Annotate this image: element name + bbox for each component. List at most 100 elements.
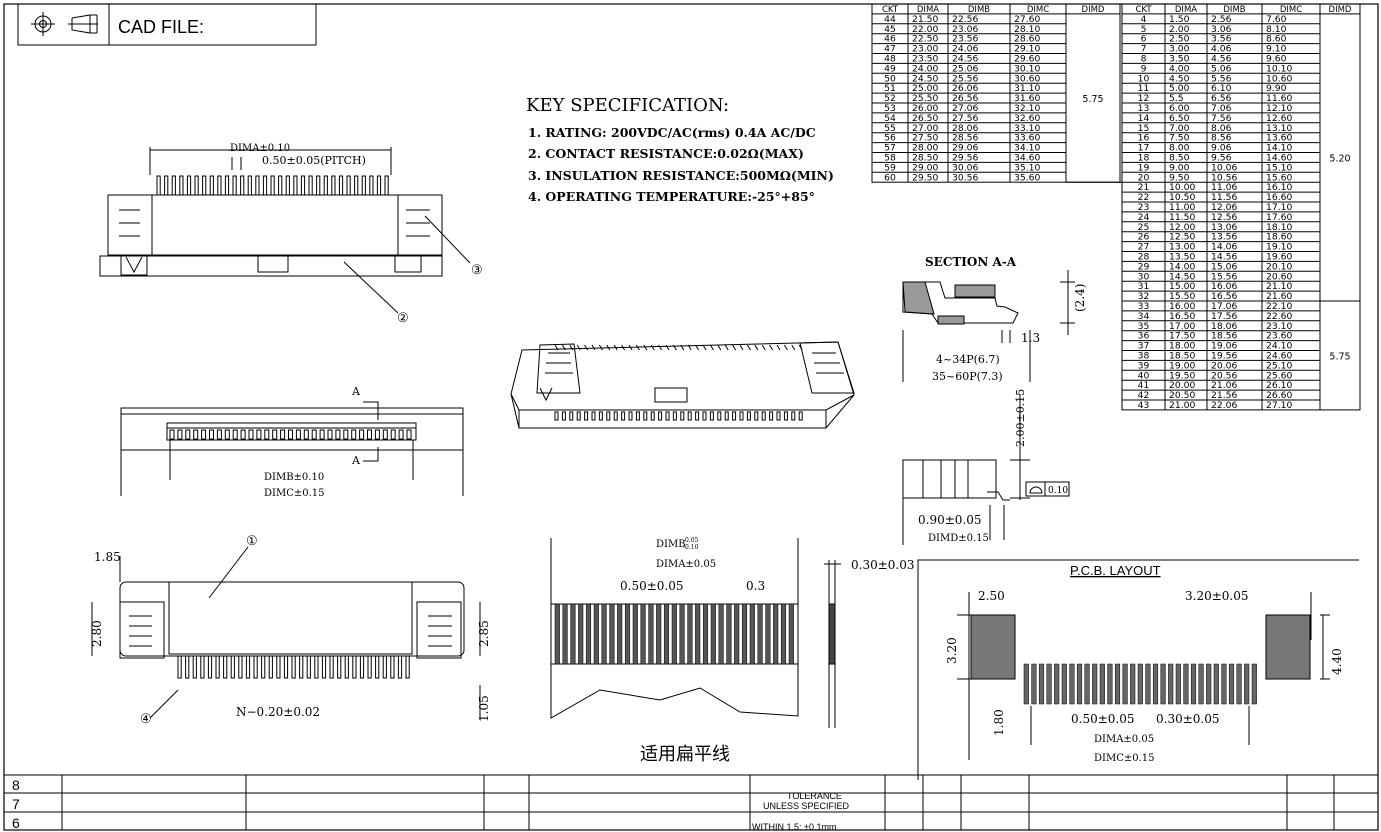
table-cell: 13.50 <box>1169 252 1195 263</box>
table-cell: 32.10 <box>1014 103 1040 114</box>
pcb-title: P.C.B. LAYOUT <box>1070 563 1161 578</box>
section-a-top: A <box>351 385 361 398</box>
table-cell: 19.06 <box>1211 341 1237 352</box>
section-60p: 35~60P(7.3) <box>932 370 1003 383</box>
pcb-pad <box>1092 663 1098 705</box>
table-cell: 5.5 <box>1169 93 1184 104</box>
pcb-pad <box>1145 663 1151 705</box>
ffc-dimb: DIMB <box>656 539 686 550</box>
table-cell: 30 <box>1138 271 1150 282</box>
table-header: DIMD <box>1329 5 1352 15</box>
iso-pin-front <box>702 411 707 421</box>
ffc-conductor <box>710 603 716 665</box>
table-cell: 7.06 <box>1211 103 1232 114</box>
ffc-03: 0.3 <box>746 579 765 593</box>
table-cell: 28.00 <box>912 143 938 154</box>
top-pin <box>338 175 344 196</box>
section-24: (2.4) <box>1073 284 1087 312</box>
table-cell: 19 <box>1138 162 1150 173</box>
table-cell: 14 <box>1138 113 1150 124</box>
target-symbol-icon <box>31 12 55 36</box>
table-cell: 42 <box>1138 390 1150 401</box>
section-34p: 4~34P(6.7) <box>936 353 1000 366</box>
table-cell: 18.60 <box>1266 232 1292 243</box>
pcb-250: 2.50 <box>978 589 1005 603</box>
front-pin <box>288 429 293 440</box>
pcb-pad <box>1069 663 1075 705</box>
tolerance-line-2: UNLESS SPECIFIED <box>763 801 850 811</box>
front-pin <box>280 429 286 440</box>
table-cell: 8.06 <box>1211 123 1232 134</box>
top-pin <box>164 175 169 196</box>
cone-projection-icon <box>68 14 98 34</box>
table-cell: 20.06 <box>1211 360 1237 371</box>
iso-pin <box>628 344 633 351</box>
iso-pin <box>746 344 751 351</box>
iso-pin <box>591 344 596 351</box>
table-cell: 15.56 <box>1211 271 1237 282</box>
table-cell: 11 <box>1138 83 1150 94</box>
pcb-pad <box>1046 663 1052 705</box>
iso-pin-front <box>591 411 596 421</box>
table-cell: 28.10 <box>1014 24 1040 35</box>
iso-pin-front <box>606 411 611 421</box>
front-pin <box>232 429 238 440</box>
table-cell: 25.00 <box>912 83 938 94</box>
bottom-185: 1.85 <box>94 550 121 564</box>
pcb-pad <box>1038 663 1045 705</box>
front-pin <box>319 429 325 440</box>
table-cell: 38 <box>1138 351 1150 362</box>
section-title: SECTION A-A <box>925 255 1017 269</box>
table-cell: 26.50 <box>912 113 938 124</box>
table-cell: 13.10 <box>1266 123 1292 134</box>
front-pin <box>216 429 222 440</box>
table-cell: 22.10 <box>1266 301 1292 312</box>
table-cell: 26.00 <box>912 103 938 114</box>
table-cell: 16.06 <box>1211 281 1237 292</box>
table-cell: 25.10 <box>1266 360 1292 371</box>
side-view-drawing <box>902 394 1070 545</box>
table-cell: 16.50 <box>1169 311 1195 322</box>
front-pin <box>264 429 270 440</box>
top-pin <box>270 175 275 196</box>
table-cell: 53 <box>884 103 896 114</box>
table-cell: 19.10 <box>1266 242 1292 253</box>
table-cell: 8 <box>1141 54 1147 65</box>
callout-1: ① <box>246 534 258 549</box>
top-pin <box>171 175 176 196</box>
pcb-180: 1.80 <box>992 709 1006 736</box>
iso-pin-front <box>687 411 692 421</box>
side-flatness: 0.10 <box>1048 486 1068 496</box>
table-cell: 16 <box>1138 133 1150 144</box>
pcb-pad <box>1221 663 1227 705</box>
table-cell: 55 <box>884 123 896 134</box>
bottom-pin <box>306 655 311 679</box>
table-cell: 18.10 <box>1266 222 1292 233</box>
table-cell: 6 <box>1141 34 1147 45</box>
table-cell: 22.50 <box>912 34 938 45</box>
table-cell: 28.56 <box>952 133 978 144</box>
iso-pin <box>798 344 803 351</box>
top-pin <box>323 175 328 196</box>
table-cell: 24.10 <box>1266 341 1292 352</box>
table-cell: 8.50 <box>1169 153 1190 164</box>
bottom-pin <box>207 655 213 679</box>
ffc-conductor <box>757 603 763 665</box>
table-header: DIMC <box>1280 5 1302 15</box>
iso-pin-front <box>628 411 633 421</box>
table-cell: 15.00 <box>1169 281 1195 292</box>
ffc-conductor <box>702 603 709 665</box>
table-cell: 13.60 <box>1266 133 1292 144</box>
iso-pin-front <box>561 411 566 421</box>
table-header: DIMC <box>1027 5 1049 15</box>
table-cell: 20 <box>1138 172 1150 183</box>
table-cell: 2.50 <box>1169 34 1190 45</box>
top-pin <box>179 175 184 196</box>
table-cell: 14.06 <box>1211 242 1237 253</box>
ffc-dimb-tol-up: -0.05 <box>683 537 699 544</box>
table-cell: 10.10 <box>1266 63 1292 74</box>
iso-pin-front <box>672 411 677 421</box>
front-pin <box>209 429 214 440</box>
table-cell: 27 <box>1138 242 1150 253</box>
callout-2: ② <box>397 311 409 326</box>
